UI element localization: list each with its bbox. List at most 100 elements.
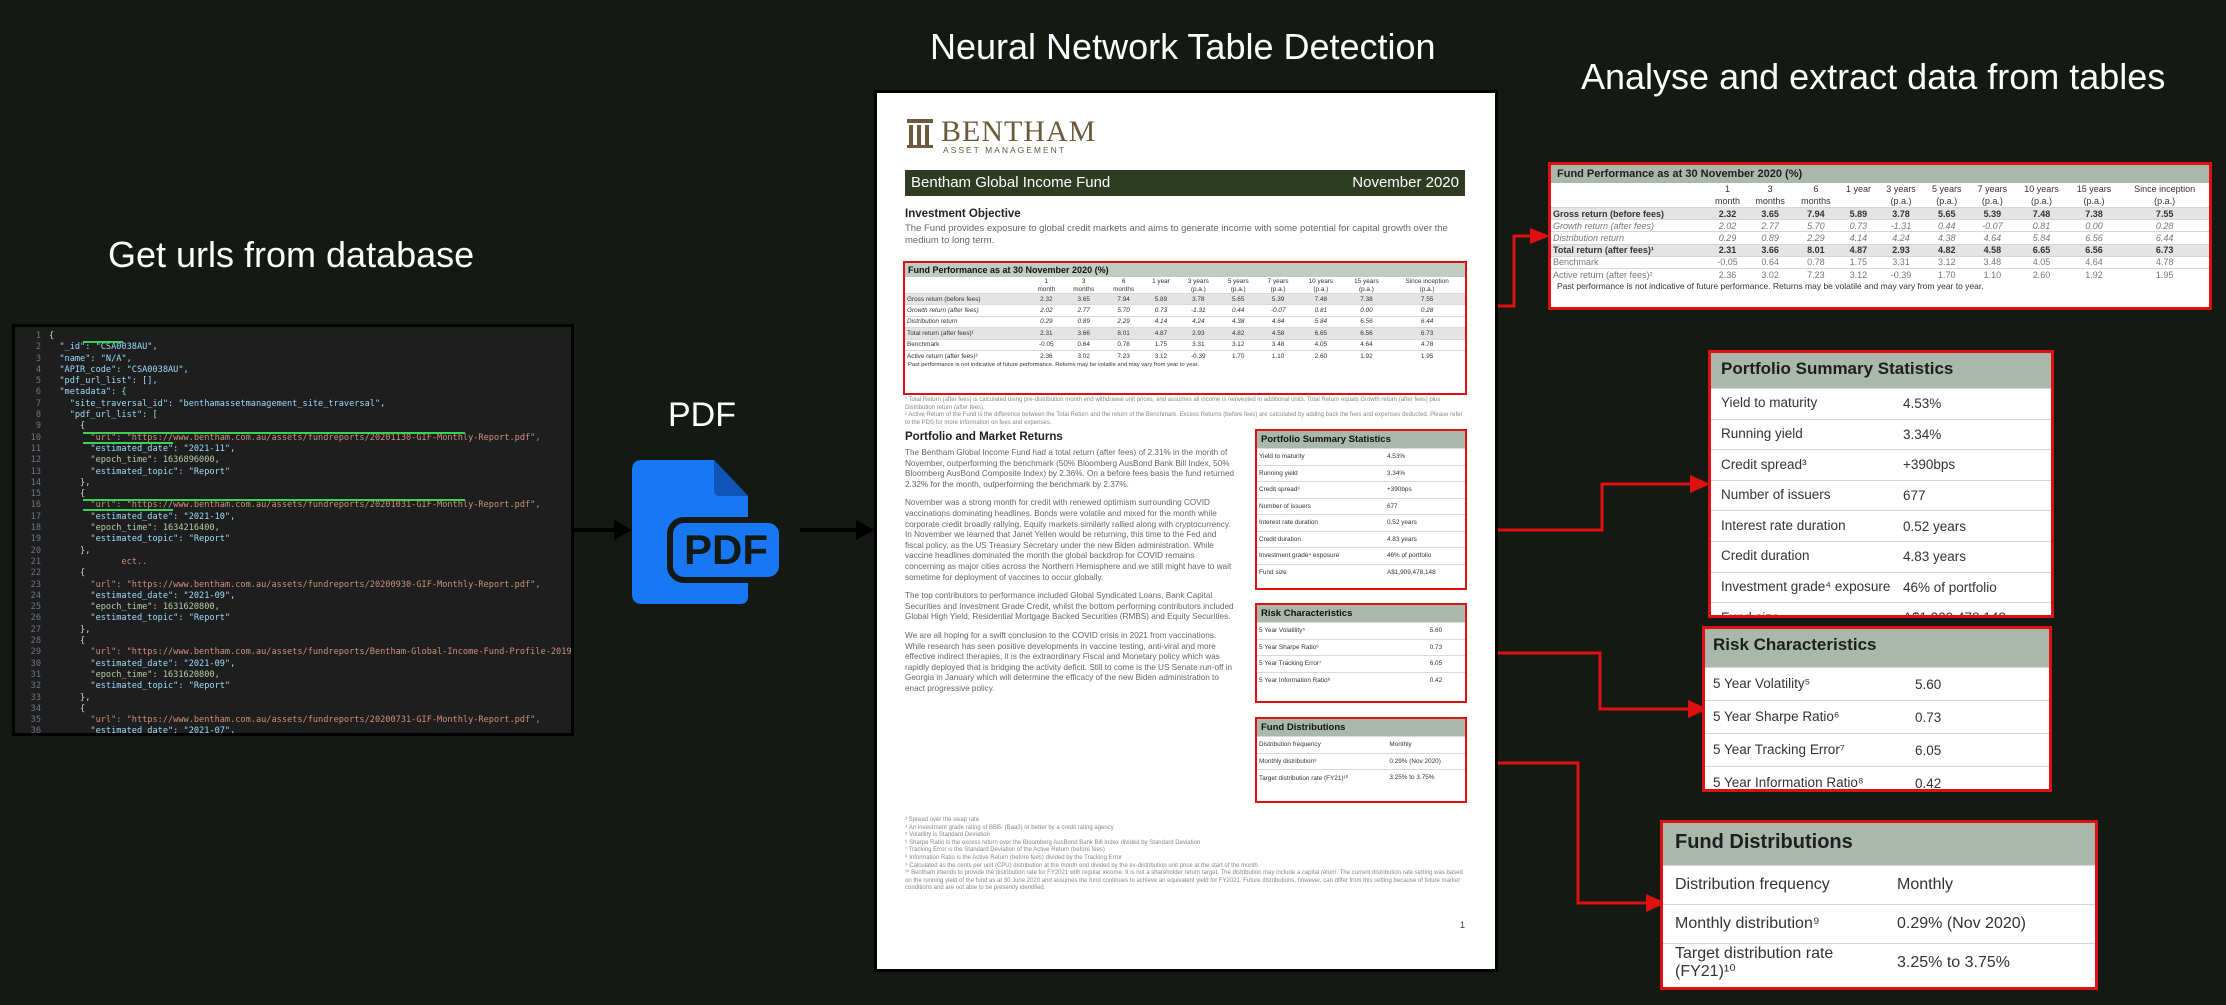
cell: 4.82	[1923, 243, 1970, 257]
cell: 4.64	[1258, 315, 1299, 328]
cell: 4.24	[1178, 315, 1219, 328]
cell: 1.95	[1389, 349, 1465, 362]
paragraph: November was a strong month for credit w…	[905, 498, 1232, 582]
code-text: {	[49, 703, 86, 714]
cell: 3.65	[1063, 292, 1104, 305]
code-line: 22 {	[15, 568, 571, 579]
cell: 0.00	[2067, 219, 2121, 232]
pdf-icon-label: PDF	[684, 526, 768, 573]
column-header	[1551, 195, 1708, 208]
column-header: month	[1715, 196, 1741, 206]
code-line: 16 "url": "https://www.bentham.com.au/as…	[15, 500, 571, 511]
code-line: 33 },	[15, 693, 571, 704]
mini-summary-title: Portfolio Summary Statistics	[1257, 431, 1465, 448]
row-value: +390bps	[1902, 449, 2051, 481]
code-line: 19 "estimated_topic": "Report"	[15, 534, 571, 545]
code-text: "site_traversal_id": "benthamassetmanage…	[49, 398, 386, 409]
cell: 0.29	[1707, 231, 1748, 245]
code-line: 13 "estimated_topic": "Report"	[15, 467, 571, 478]
cell: 1.92	[2067, 267, 2121, 281]
line-number: 12	[30, 455, 41, 466]
risk-table-title: Risk Characteristics	[1705, 629, 2049, 667]
mini-risk-title: Risk Characteristics	[1257, 605, 1465, 622]
pdf-document-page: BENTHAM ASSET MANAGEMENT Bentham Global …	[874, 90, 1498, 972]
line-number: 32	[30, 681, 41, 692]
arrowhead	[1690, 475, 1710, 493]
cell: 1.92	[1343, 349, 1390, 362]
row-label: Growth return (after fees)	[1551, 219, 1708, 232]
code-text: "url": "https://www.bentham.com.au/asset…	[49, 579, 541, 590]
column-header: (p.a.)	[1981, 196, 2003, 206]
cell: 0.44	[1923, 219, 1970, 232]
row-label: Target distribution rate (FY21)¹⁰	[1257, 769, 1388, 786]
perf-note: ¹ Total Return (after fees) is calculate…	[905, 397, 1441, 411]
code-highlight	[83, 432, 465, 434]
row-label: Total return (after fees)¹	[905, 327, 1029, 340]
report-month: November 2020	[1352, 174, 1459, 191]
perf-note: ² Active Return of the Fund is the diffe…	[905, 412, 1463, 426]
line-number: 34	[30, 703, 41, 714]
cell: 5.70	[1103, 304, 1144, 317]
code-text: "epoch_time": 1631620800,	[49, 669, 220, 680]
perf-note: Past performance is not indicative of fu…	[1557, 281, 1984, 292]
cell: 1.10	[1969, 267, 2016, 281]
cell: 4.82	[1218, 327, 1259, 340]
column-header: months	[1113, 285, 1135, 293]
row-value: 0.52 years	[1384, 514, 1465, 531]
footnote: ³ Spread over the swap rate	[905, 817, 980, 823]
row-label: 5 Year Information Ratio⁸	[1257, 671, 1428, 688]
footnote: ⁵ Volatility is Standard Deviation	[905, 832, 990, 839]
extracted-distributions-table: Fund Distributions Distribution frequenc…	[1660, 820, 2098, 990]
cell: 3.12	[1143, 349, 1179, 362]
row-label: Credit spread³	[1257, 481, 1385, 498]
line-number: 31	[30, 669, 41, 680]
row-value: Monthly	[1896, 865, 2095, 905]
row-label: Number of issuers	[1257, 497, 1385, 515]
cell: 6.44	[2120, 231, 2209, 245]
code-text: "metadata": {	[49, 387, 127, 398]
row-value: 4.83 years	[1384, 530, 1465, 548]
cell: 2.60	[2015, 267, 2068, 281]
row-value: 3.25% to 3.75%	[1387, 769, 1465, 786]
line-number: 27	[30, 624, 41, 635]
cell: -0.07	[1969, 219, 2016, 232]
column-header: 15 years	[1354, 277, 1379, 285]
line-number: 5	[35, 376, 41, 387]
code-text: "name": "N/A",	[49, 353, 132, 364]
portfolio-returns-title: Portfolio and Market Returns	[905, 431, 1063, 443]
row-label: Yield to maturity	[1257, 448, 1385, 465]
row-value: 0.73	[1914, 700, 2049, 734]
code-line: 32 "estimated_topic": "Report"	[15, 681, 571, 692]
cell: 6.56	[1343, 315, 1390, 328]
column-header: 3 years	[1886, 184, 1916, 194]
line-number: 28	[30, 636, 41, 647]
cell: 2.29	[1103, 315, 1144, 328]
line-number: 23	[30, 579, 41, 590]
cell: 3.02	[1063, 349, 1104, 362]
row-value: 0.73	[1427, 638, 1465, 656]
arrowhead	[1646, 894, 1666, 912]
code-line: 15 {	[15, 489, 571, 500]
cell: 5.39	[1258, 292, 1299, 305]
row-value: 46% of portfolio	[1384, 547, 1465, 564]
row-label: Distribution frequency	[1663, 865, 1896, 905]
row-value: 4.53%	[1384, 448, 1465, 465]
line-number: 30	[30, 658, 41, 669]
code-line: 31 "epoch_time": 1631620800,	[15, 670, 571, 681]
logo-text: BENTHAM	[941, 115, 1097, 148]
row-label: 5 Year Information Ratio⁸	[1705, 766, 1914, 789]
cell: 4.58	[1969, 243, 2016, 257]
row-value: 6.05	[1914, 733, 2049, 767]
code-text: },	[49, 692, 91, 703]
